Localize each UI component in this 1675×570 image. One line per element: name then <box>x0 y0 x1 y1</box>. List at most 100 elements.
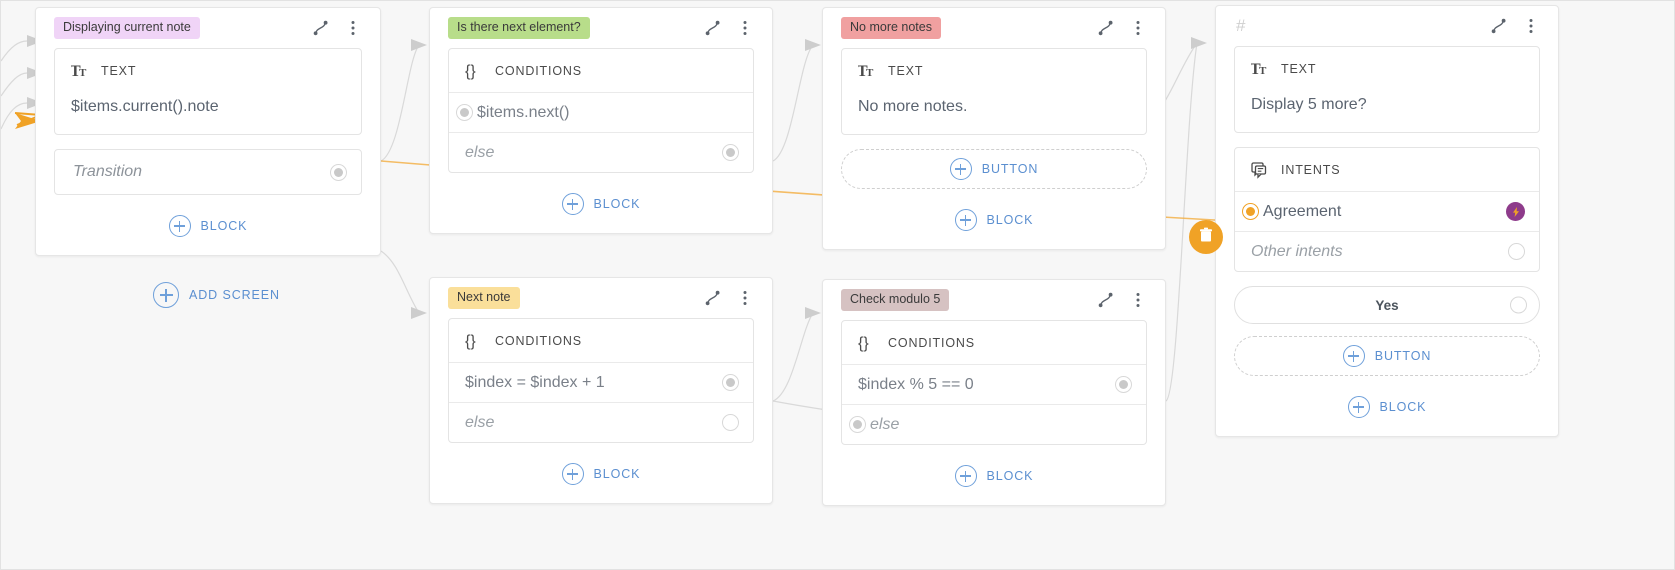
add-button-button[interactable]: BUTTON <box>841 149 1147 189</box>
transition-field[interactable]: Transition <box>54 149 362 195</box>
condition-port-right[interactable] <box>1115 376 1132 393</box>
delete-connection-button[interactable] <box>1189 220 1223 254</box>
condition-row[interactable]: $index % 5 == 0 <box>842 364 1146 404</box>
condition-port-left[interactable] <box>456 104 473 121</box>
card-header-icons <box>704 19 754 37</box>
svg-text:{}: {} <box>465 63 476 80</box>
connector-icon[interactable] <box>1490 17 1508 35</box>
add-block-label: BLOCK <box>593 467 641 481</box>
svg-text:T: T <box>1251 61 1261 78</box>
kebab-menu-icon[interactable] <box>736 19 754 37</box>
condition-row[interactable]: $items.next() <box>449 92 753 132</box>
block-title: CONDITIONS <box>888 336 975 350</box>
intent-row-agreement[interactable]: Agreement <box>1235 191 1539 231</box>
connector-icon[interactable] <box>1097 19 1115 37</box>
screen-card-next-note[interactable]: Next note {} CONDITIONS $index = $index … <box>429 277 773 504</box>
connector-icon[interactable] <box>704 289 722 307</box>
plus-icon <box>949 158 972 180</box>
text-block-content[interactable]: No more notes. <box>858 98 968 115</box>
condition-label: $items.next() <box>477 103 570 121</box>
text-block-content[interactable]: Display 5 more? <box>1251 96 1367 113</box>
svg-text:T: T <box>858 63 868 80</box>
add-block-button[interactable]: BLOCK <box>448 187 754 217</box>
add-block-button[interactable]: BLOCK <box>448 457 754 487</box>
add-button-button[interactable]: BUTTON <box>1234 336 1540 376</box>
kebab-menu-icon[interactable] <box>736 289 754 307</box>
transition-port[interactable] <box>330 163 347 181</box>
block-header: INTENTS <box>1235 148 1539 191</box>
yes-button[interactable]: Yes <box>1234 286 1540 324</box>
kebab-menu-icon[interactable] <box>1129 19 1147 37</box>
condition-port-right[interactable] <box>722 144 739 161</box>
add-block-label: BLOCK <box>986 469 1034 483</box>
add-block-label: BLOCK <box>986 213 1034 227</box>
intent-label: Other intents <box>1251 242 1343 260</box>
screen-title-chip[interactable]: Displaying current note <box>54 17 200 39</box>
connector-icon[interactable] <box>1097 291 1115 309</box>
plus-icon <box>954 209 977 231</box>
add-screen-button[interactable]: ADD SCREEN <box>153 282 280 308</box>
add-block-button[interactable]: BLOCK <box>841 459 1147 489</box>
plus-icon <box>1342 345 1365 367</box>
conditions-block[interactable]: {} CONDITIONS $index = $index + 1 else <box>448 318 754 443</box>
connector-icon[interactable] <box>312 19 330 37</box>
plus-icon <box>561 463 584 485</box>
screen-card-is-there-next-element[interactable]: Is there next element? {} CONDITIONS $it… <box>429 7 773 234</box>
speech-bubble-icon <box>1251 161 1269 179</box>
screen-card-check-modulo-5[interactable]: Check modulo 5 {} CONDITIONS $index % 5 … <box>822 279 1166 506</box>
card-header: Is there next element? <box>448 8 754 48</box>
curly-braces-icon: {} <box>465 332 483 350</box>
add-screen-label: ADD SCREEN <box>189 288 280 302</box>
plus-icon <box>954 465 977 487</box>
condition-row[interactable]: $index = $index + 1 <box>449 362 753 402</box>
screen-title-chip[interactable]: # <box>1236 15 1246 35</box>
lightning-bolt-icon <box>1506 202 1525 221</box>
block-header: {} CONDITIONS <box>449 319 753 362</box>
add-block-button[interactable]: BLOCK <box>54 209 362 239</box>
condition-row-else[interactable]: else <box>449 402 753 442</box>
curly-braces-icon: {} <box>465 62 483 80</box>
svg-text:T: T <box>1259 65 1267 77</box>
condition-label: else <box>465 413 495 431</box>
screen-title-chip[interactable]: No more notes <box>841 17 941 39</box>
condition-port-right[interactable] <box>722 414 739 431</box>
card-header: Check modulo 5 <box>841 280 1147 320</box>
screen-title-chip[interactable]: Next note <box>448 287 520 309</box>
intent-port-left[interactable] <box>1242 203 1259 220</box>
kebab-menu-icon[interactable] <box>1129 291 1147 309</box>
intent-port-right[interactable] <box>1508 243 1525 260</box>
block-header: {} CONDITIONS <box>842 321 1146 364</box>
text-block-content[interactable]: $items.current().note <box>71 98 219 115</box>
card-header-icons <box>1490 17 1540 35</box>
conditions-block[interactable]: {} CONDITIONS $items.next() else <box>448 48 754 173</box>
curly-braces-icon: {} <box>858 334 876 352</box>
yes-button-port[interactable] <box>1510 296 1527 314</box>
card-header-icons <box>312 19 362 37</box>
kebab-menu-icon[interactable] <box>344 19 362 37</box>
add-block-button[interactable]: BLOCK <box>1234 390 1540 420</box>
kebab-menu-icon[interactable] <box>1522 17 1540 35</box>
yes-button-label: Yes <box>1375 297 1399 313</box>
plus-icon <box>1347 396 1370 418</box>
add-block-button[interactable]: BLOCK <box>841 203 1147 233</box>
intent-row-other[interactable]: Other intents <box>1235 231 1539 271</box>
condition-row-else[interactable]: else <box>449 132 753 172</box>
screen-title-chip[interactable]: Is there next element? <box>448 17 590 39</box>
card-header: Displaying current note <box>54 8 362 48</box>
intents-block[interactable]: INTENTS Agreement Other intents <box>1234 147 1540 272</box>
conditions-block[interactable]: {} CONDITIONS $index % 5 == 0 else <box>841 320 1147 445</box>
add-block-label: BLOCK <box>1379 400 1427 414</box>
condition-row-else[interactable]: else <box>842 404 1146 444</box>
screen-title-chip[interactable]: Check modulo 5 <box>841 289 950 311</box>
condition-port-right[interactable] <box>722 374 739 391</box>
connector-icon[interactable] <box>704 19 722 37</box>
condition-port-left[interactable] <box>849 416 866 433</box>
